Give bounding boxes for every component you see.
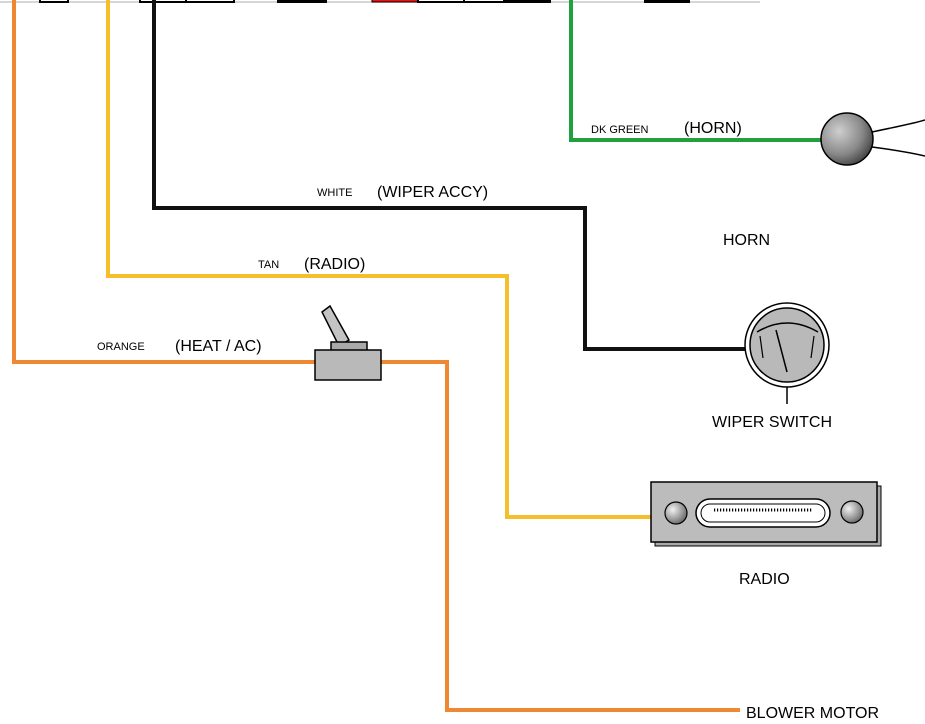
wire-orange-out [380,360,740,712]
wire-white [152,0,748,351]
wire-dk-green [569,0,822,142]
connector-8 [644,0,690,3]
toggle-switch-icon [314,304,382,381]
label-orange-circuit: (HEAT / AC) [175,338,262,355]
label-dk-green-color: DK GREEN [591,124,649,136]
label-tan-color: TAN [258,259,279,271]
horn-label: HORN [723,232,770,249]
radio-label: RADIO [739,571,790,588]
connector-2 [139,0,187,3]
connector-5 [417,0,465,3]
blower-motor-label: BLOWER MOTOR [746,705,879,722]
connector-7 [503,0,551,3]
wiper-switch-label: WIPER SWITCH [712,414,832,431]
label-white-circuit: (WIPER ACCY) [377,184,488,201]
connector-4 [277,0,327,3]
label-tan-circuit: (RADIO) [304,256,365,273]
wire-tan [106,0,655,519]
wire-orange-in [12,0,316,364]
connector-red [371,0,419,3]
label-orange-color: ORANGE [97,341,145,353]
connector-3 [185,0,235,3]
radio-icon [650,481,882,547]
label-dk-green-circuit: (HORN) [684,120,742,137]
label-white-color: WHITE [317,187,352,199]
horn-icon [820,112,925,166]
fuse-panel-connectors [0,0,760,3]
connector-1 [39,0,69,3]
wiper-switch-icon [744,302,830,404]
connector-6 [463,0,505,3]
